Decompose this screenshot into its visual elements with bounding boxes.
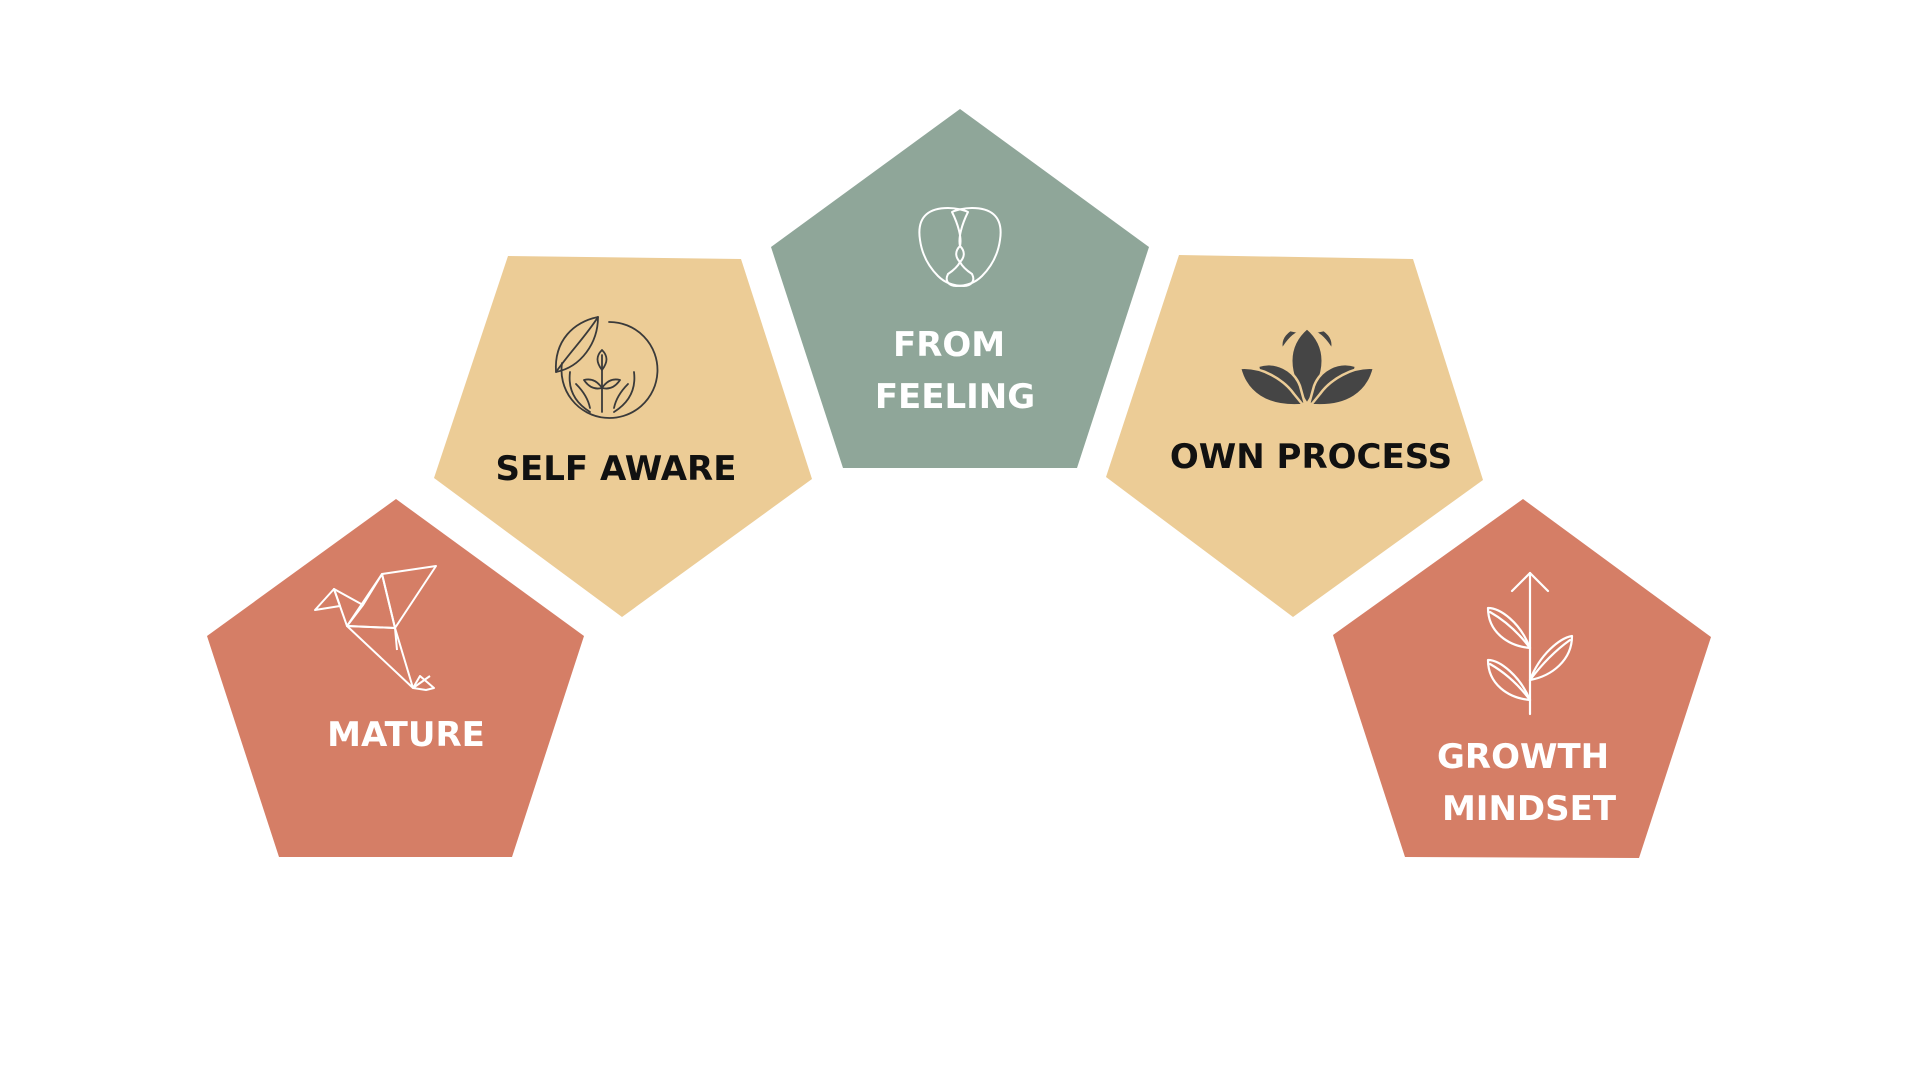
pentagon-own-process: OWN PROCESS — [1106, 255, 1483, 617]
label-own-process: OWN PROCESS — [1170, 437, 1452, 477]
label-line: GROWTH — [1437, 737, 1609, 777]
label-mature: MATURE — [327, 715, 485, 755]
pentagon-mature: MATURE — [207, 499, 584, 857]
two-faces-icon — [918, 207, 1002, 287]
pentagon-shape-growth-mindset — [1333, 499, 1711, 858]
pentagon-shape-own-process — [1106, 255, 1483, 617]
pentagon-self-aware: SELF AWARE — [434, 256, 812, 617]
lotus-icon — [1238, 326, 1376, 407]
label-line: FROM — [893, 325, 1005, 365]
pentagon-from-feeling: FROM FEELING — [771, 109, 1149, 468]
pentagon-shape-from-feeling — [771, 109, 1149, 468]
growing-plant-arrow-icon — [1486, 571, 1574, 716]
label-line: MATURE — [327, 715, 485, 755]
label-growth-mindset: GROWTH MINDSET — [1437, 737, 1621, 829]
label-from-feeling: FROM FEELING — [875, 325, 1035, 417]
label-line: MINDSET — [1442, 789, 1617, 829]
label-self-aware: SELF AWARE — [496, 449, 737, 489]
hands-sprout-icon — [555, 316, 659, 419]
label-line: FEELING — [875, 377, 1035, 417]
origami-bird-icon — [314, 565, 437, 691]
pentagon-shape-mature — [207, 499, 584, 857]
label-line: SELF AWARE — [496, 449, 737, 489]
pentagon-shape-self-aware — [434, 256, 812, 617]
pentagon-growth-mindset: GROWTH MINDSET — [1333, 499, 1711, 858]
label-line: OWN PROCESS — [1170, 437, 1452, 477]
